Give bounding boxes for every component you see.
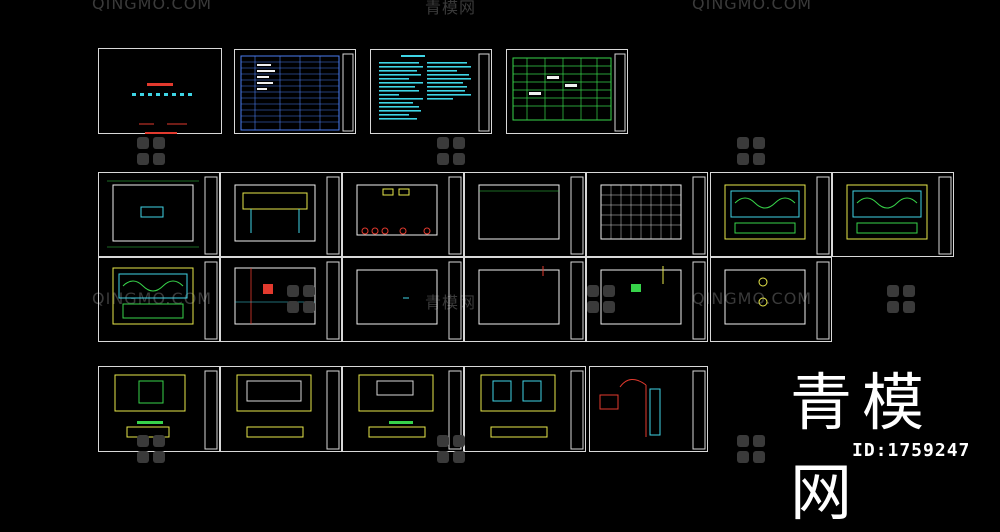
watermark-logo-icon	[886, 284, 916, 314]
watermark-logo-icon	[286, 284, 316, 314]
watermark-text-top-left: QINGMO.COM	[92, 0, 213, 13]
sheet-plan-electrical	[220, 257, 342, 342]
sheet-plan-socket	[586, 257, 708, 342]
sheet-plan-wall-decor-2	[832, 172, 954, 257]
watermark-logo-icon	[736, 434, 766, 464]
watermark-text-mid-right: QINGMO.COM	[692, 289, 813, 308]
watermark-brand-mid: 青模网	[425, 293, 477, 312]
sheet-plan-elevation-index	[342, 172, 464, 257]
sheet-elevation-d	[464, 366, 586, 452]
sheet-plan-lighting	[710, 257, 832, 342]
sheet-plan-decor-3	[98, 257, 220, 342]
watermark-logo-icon	[436, 434, 466, 464]
sheet-plan-wall-decor	[710, 172, 832, 257]
watermark-text-top-right: QINGMO.COM	[692, 0, 813, 13]
sheet-plan-layout	[98, 172, 220, 257]
watermark-logo-icon	[136, 136, 166, 166]
watermark-logo-icon	[136, 434, 166, 464]
sheet-material-table	[506, 49, 628, 134]
sheet-plan-floor-grid	[586, 172, 708, 257]
sheet-plan-blank-2	[464, 257, 586, 342]
sheet-drawing-list	[234, 49, 356, 134]
sheet-plan-furniture	[220, 172, 342, 257]
sheet-detail-section	[589, 366, 708, 452]
sheet-elevation-b	[220, 366, 342, 452]
watermark-brand-top: 青模网	[425, 0, 477, 17]
sheet-plan-ceiling	[464, 172, 586, 257]
watermark-logo-icon	[736, 136, 766, 166]
sheet-cover	[98, 48, 222, 134]
watermark-logo-icon	[586, 284, 616, 314]
sheet-plan-blank-1	[342, 257, 464, 342]
resource-id-label: ID:1759247	[852, 440, 971, 461]
sheet-design-notes	[370, 49, 492, 134]
watermark-logo-icon	[436, 136, 466, 166]
sheet-elevation-c	[342, 366, 464, 452]
